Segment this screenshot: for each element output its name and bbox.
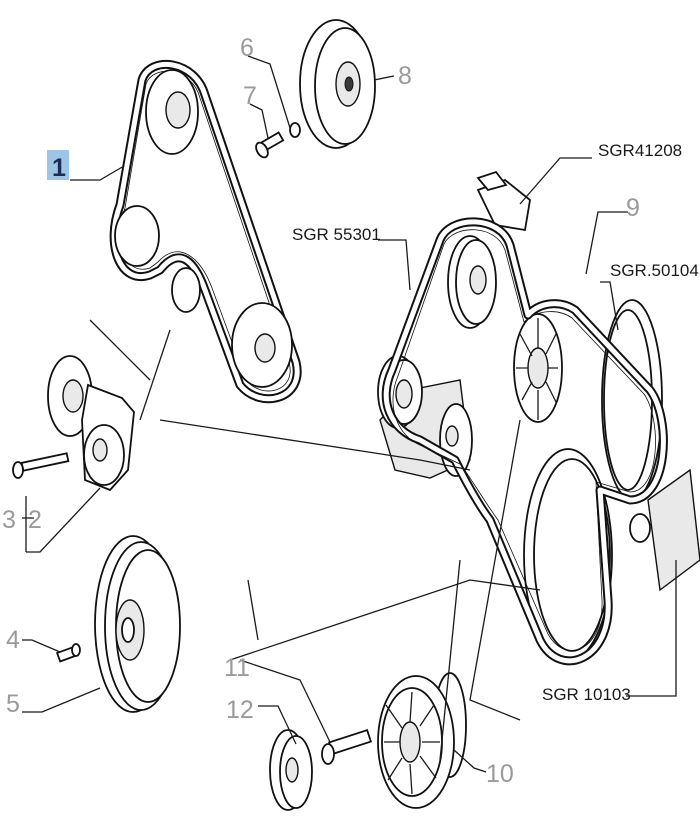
code-sgr55301[interactable]: SGR 55301 (292, 225, 381, 244)
callout-6[interactable]: 6 (240, 34, 254, 62)
engine-assembly (377, 170, 700, 666)
idler-pulley-10 (377, 672, 467, 809)
callout-10[interactable]: 10 (486, 760, 514, 788)
leader-lines (22, 55, 677, 773)
pulley-12 (269, 729, 313, 811)
crank-pulley-5 (94, 535, 181, 713)
accessory-belt-1 (109, 60, 302, 404)
callout-4[interactable]: 4 (6, 626, 20, 654)
callout-7[interactable]: 7 (243, 82, 257, 110)
callout-1[interactable]: 1 (52, 154, 66, 182)
callout-5[interactable]: 5 (6, 690, 20, 718)
callout-9[interactable]: 9 (626, 194, 640, 222)
pulley-8 (299, 19, 376, 149)
callout-12[interactable]: 12 (226, 696, 254, 724)
code-sgr41208[interactable]: SGR41208 (598, 141, 682, 160)
bolt-11 (321, 728, 373, 765)
belt-tensioner-2 (47, 355, 135, 492)
callout-11[interactable]: 11 (224, 654, 250, 682)
code-sgr10103[interactable]: SGR 10103 (542, 685, 631, 704)
code-sgr50104[interactable]: SGR.50104 (610, 261, 699, 280)
callout-8[interactable]: 8 (398, 62, 412, 90)
bolt-3 (12, 452, 70, 479)
callout-3[interactable]: 3 (2, 506, 16, 534)
bolt-4 (55, 643, 81, 663)
washer-6 (289, 122, 301, 138)
callout-2[interactable]: 2 (28, 506, 42, 534)
bolt-7 (255, 131, 285, 159)
highlight-box-callout-1 (47, 150, 69, 180)
